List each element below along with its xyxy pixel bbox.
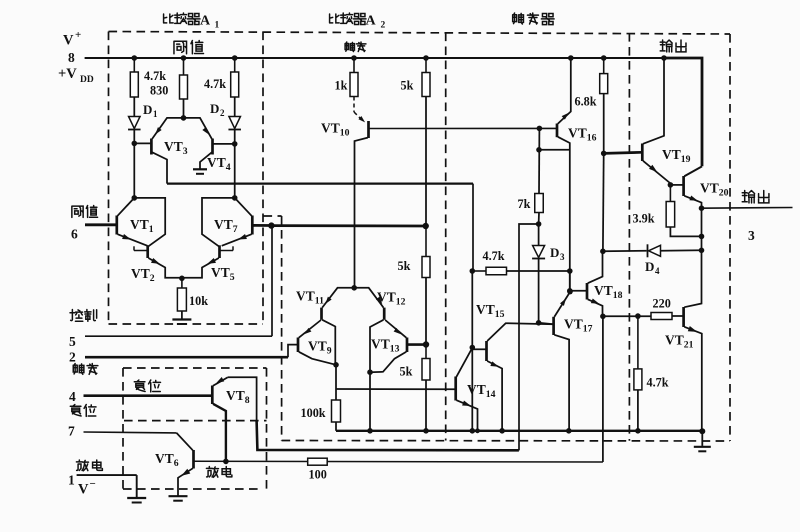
svg-text:5k: 5k [398, 259, 411, 273]
svg-text:VT1: VT1 [130, 217, 154, 235]
svg-text:7k: 7k [518, 197, 531, 211]
svg-text:VT3: VT3 [164, 139, 188, 157]
svg-text:2: 2 [69, 350, 76, 365]
svg-text:VT8: VT8 [226, 388, 250, 406]
svg-text:4.7k: 4.7k [204, 77, 226, 91]
svg-text:100: 100 [309, 468, 327, 482]
svg-text:2: 2 [220, 108, 225, 118]
svg-text:D: D [143, 102, 152, 117]
svg-text:+V: +V [58, 66, 77, 82]
svg-text:1: 1 [215, 21, 220, 31]
svg-text:4: 4 [69, 389, 76, 404]
svg-text:3.9k: 3.9k [633, 212, 655, 226]
svg-text:1: 1 [68, 473, 75, 488]
svg-text:−: − [90, 478, 96, 490]
svg-text:DD: DD [80, 75, 94, 85]
svg-text:D: D [645, 259, 654, 274]
svg-text:8: 8 [68, 50, 75, 65]
svg-text:VT5: VT5 [211, 265, 235, 283]
svg-text:VT7: VT7 [214, 217, 238, 235]
svg-text:6: 6 [71, 227, 78, 242]
svg-text:5: 5 [69, 334, 76, 349]
svg-text:3: 3 [560, 252, 565, 262]
svg-text:6.8k: 6.8k [575, 95, 597, 109]
svg-text:4: 4 [655, 266, 660, 276]
svg-text:3: 3 [748, 228, 755, 243]
svg-text:D: D [550, 245, 559, 260]
svg-text:VT2: VT2 [131, 266, 155, 284]
svg-text:1k: 1k [335, 79, 348, 93]
svg-text:4.7k: 4.7k [647, 376, 669, 390]
svg-text:+: + [75, 29, 81, 41]
svg-text:A: A [366, 14, 377, 29]
svg-text:D: D [210, 101, 219, 116]
svg-text:7: 7 [68, 424, 75, 439]
svg-text:VT9: VT9 [308, 339, 332, 357]
svg-text:5k: 5k [400, 365, 413, 379]
svg-text:VT6: VT6 [155, 451, 179, 469]
svg-text:220: 220 [653, 297, 671, 311]
svg-text:V: V [78, 482, 89, 498]
svg-text:4.7k: 4.7k [144, 69, 166, 83]
svg-text:5k: 5k [401, 79, 414, 93]
svg-text:2: 2 [381, 21, 386, 31]
svg-text:V: V [63, 33, 74, 49]
svg-text:VT4: VT4 [207, 155, 231, 173]
svg-text:10k: 10k [189, 294, 208, 308]
svg-text:100k: 100k [301, 406, 326, 420]
svg-text:4.7k: 4.7k [483, 249, 505, 263]
svg-text:830: 830 [150, 84, 168, 98]
svg-text:1: 1 [153, 109, 158, 119]
svg-text:A: A [200, 14, 211, 29]
